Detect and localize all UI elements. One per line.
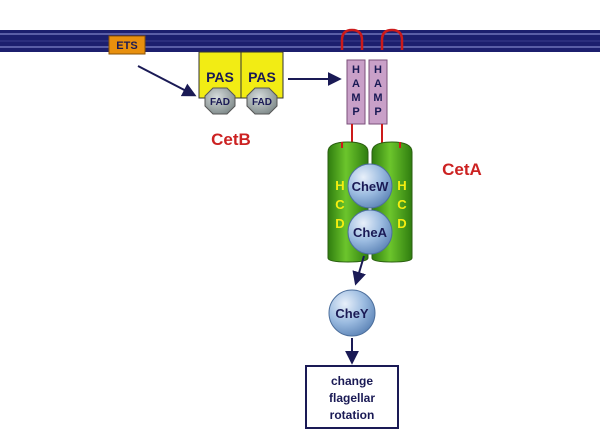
- hcd-letter-right-c: C: [397, 197, 407, 212]
- hamp-letter-left-p: P: [352, 106, 359, 118]
- fad-cofactor-2: FAD: [246, 87, 278, 115]
- arrow-ets-to-cetb: [137, 65, 197, 97]
- fad-label-1: FAD: [210, 97, 230, 108]
- hamp-letter-right-h: H: [374, 64, 382, 76]
- arrow-chea-to-chey: [352, 255, 366, 286]
- hcd-letter-left-c: C: [335, 197, 345, 212]
- output-line-1: change: [331, 374, 373, 388]
- ceta-label: CetA: [442, 160, 482, 179]
- hamp-letter-left-h: H: [352, 64, 360, 76]
- hcd-letter-right-h: H: [397, 178, 406, 193]
- hcd-letter-right-d: D: [397, 216, 406, 231]
- chew-label: CheW: [352, 179, 390, 194]
- hamp-letter-left-a: A: [352, 78, 360, 90]
- fad-label-2: FAD: [252, 97, 272, 108]
- ets-box: ETS: [108, 35, 146, 55]
- hamp-letter-right-m: M: [373, 92, 382, 104]
- cetb-label: CetB: [211, 130, 251, 149]
- hamp-letter-left-m: M: [351, 92, 360, 104]
- hamp-domain-right: H A M P: [368, 59, 388, 125]
- chea-label: CheA: [353, 225, 388, 240]
- pas-label-1: PAS: [206, 69, 234, 85]
- hcd-letter-left-h: H: [335, 178, 344, 193]
- hamp-letter-right-a: A: [374, 78, 382, 90]
- chew-protein: CheW: [347, 163, 393, 209]
- membrane: [0, 30, 600, 52]
- chey-protein: CheY: [328, 289, 376, 337]
- periplasmic-loops: [340, 28, 404, 50]
- output-line-2: flagellar: [329, 391, 375, 405]
- output-line-3: rotation: [330, 408, 375, 422]
- hamp-domain-left: H A M P: [346, 59, 366, 125]
- pas-label-2: PAS: [248, 69, 276, 85]
- chey-label: CheY: [335, 306, 369, 321]
- hcd-letter-left-d: D: [335, 216, 344, 231]
- fad-cofactor-1: FAD: [204, 87, 236, 115]
- output-box: change flagellar rotation: [305, 365, 399, 429]
- ets-label: ETS: [116, 40, 137, 52]
- hamp-letter-right-p: P: [374, 106, 381, 118]
- chea-protein: CheA: [347, 209, 393, 255]
